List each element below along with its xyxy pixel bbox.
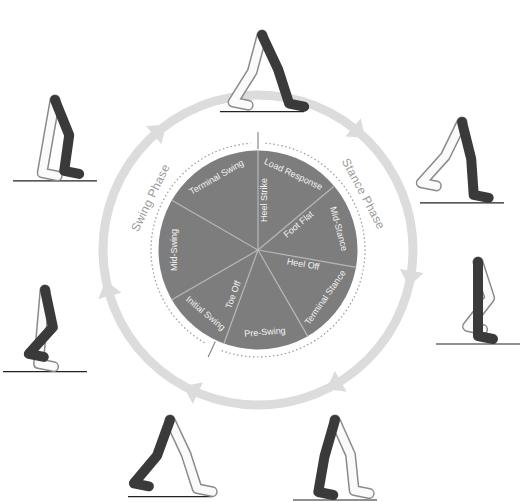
leg-figure [436, 262, 520, 344]
dark-leg [134, 420, 170, 486]
phase-separator [257, 132, 258, 149]
ground-line [3, 371, 87, 372]
disk-fill [159, 151, 358, 350]
dark-leg [262, 35, 304, 107]
ring-arrowhead [183, 382, 203, 404]
light-leg [421, 122, 462, 186]
ring-arrowhead [327, 371, 347, 392]
light-leg-outline [233, 35, 262, 105]
leg-figure [293, 420, 377, 500]
disk-shape [158, 150, 358, 350]
dark-leg [462, 122, 489, 198]
ring-arrowhead [146, 125, 166, 144]
cycle-ring [103, 95, 413, 405]
sector-spoke [171, 250, 258, 300]
gait-disk: Terminal SwingLoad ResponseMid-StanceTer… [158, 150, 358, 350]
dark-leg [478, 262, 493, 339]
ground-line [220, 111, 304, 112]
ground-line [436, 343, 520, 344]
light-leg [170, 420, 212, 492]
leg-figure [220, 35, 304, 112]
light-leg [335, 420, 369, 494]
leg-figure [420, 122, 504, 203]
sector-spoke [257, 150, 258, 250]
dark-leg [55, 100, 79, 174]
sector-label: Mid-Swing [170, 229, 180, 271]
light-leg [233, 35, 262, 105]
leg-figure [128, 420, 212, 497]
ring-arrowhead [400, 269, 424, 287]
light-leg-outline [335, 420, 369, 494]
dark-leg [29, 290, 53, 357]
leg-figure [13, 100, 97, 181]
light-leg-outline [421, 122, 462, 186]
leg-figure [3, 290, 87, 372]
ring-arrowhead [98, 280, 121, 299]
ground-line [128, 496, 212, 497]
ground-line [420, 202, 504, 203]
light-leg-outline [170, 420, 212, 492]
dark-leg [318, 420, 335, 495]
ring-arrowhead [345, 118, 365, 137]
sector-spoke [258, 186, 335, 250]
sector-spoke [171, 200, 258, 250]
event-label: Heel Strike [260, 178, 270, 222]
phase-separator [208, 342, 215, 357]
